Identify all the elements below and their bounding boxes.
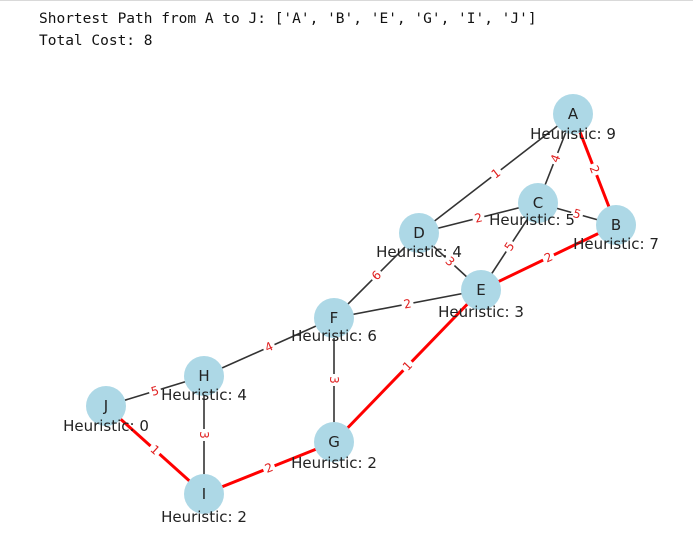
node-label-a: A (568, 105, 579, 123)
cell-output-text: Shortest Path from A to J: ['A', 'B', 'E… (39, 8, 537, 52)
heuristic-label-a: Heuristic: 9 (530, 125, 616, 143)
node-label-e: E (476, 281, 485, 299)
edge-label-bg (500, 237, 519, 256)
edge-weight-label: 5 (149, 383, 160, 399)
edge-label-bg (398, 356, 417, 376)
heuristic-label-j: Heuristic: 0 (63, 417, 149, 435)
edge-label-bg (367, 266, 386, 285)
cell-top-border (0, 0, 693, 1)
edge-label-bg (147, 382, 163, 400)
node-label-j: J (103, 397, 108, 415)
nodes-layer: A B C D E F G H I J (86, 94, 636, 514)
node-label-d: D (413, 224, 425, 242)
node-label-b: B (611, 216, 621, 234)
edge-weight-label: 3 (327, 376, 341, 384)
edge-weight-label: 5 (571, 206, 582, 222)
total-cost-line: Total Cost: 8 (39, 33, 153, 49)
edge-label-bg (260, 459, 278, 477)
node-e (461, 270, 501, 310)
edge-label-bg (470, 209, 487, 227)
edge-label-bg (400, 296, 415, 312)
node-j (86, 386, 126, 426)
heuristic-labels: Heuristic: 9 Heuristic: 7 Heuristic: 5 Heur… (63, 125, 659, 526)
edge-label-bg (486, 164, 506, 183)
heuristic-label-e: Heuristic: 3 (438, 303, 524, 321)
heuristic-label-c: Heuristic: 5 (489, 211, 575, 229)
heuristic-label-g: Heuristic: 2 (291, 454, 377, 472)
edge-weight-label: 2 (473, 210, 484, 225)
heuristic-label-d: Heuristic: 4 (376, 243, 462, 261)
edge-weight-label: 3 (197, 431, 211, 439)
edge-label-bg (540, 248, 557, 267)
node-a (553, 94, 593, 134)
edge-label-bg (327, 374, 341, 386)
edge-label-bg (585, 161, 604, 178)
node-label-g: G (328, 433, 340, 451)
edge-label-bg (440, 252, 460, 271)
edges-layer (104, 113, 618, 496)
edge-label-bg (197, 429, 211, 441)
node-d (399, 213, 439, 253)
heuristic-label-f: Heuristic: 6 (291, 327, 377, 345)
edge-label-bg (546, 150, 565, 167)
node-i (184, 474, 224, 514)
node-h (184, 356, 224, 396)
edge-label-bg (260, 338, 278, 356)
node-c (518, 183, 558, 223)
edge-label-bg (569, 205, 585, 223)
heuristic-label-h: Heuristic: 4 (161, 386, 247, 404)
edge-weight-label: 2 (402, 296, 412, 311)
node-label-f: F (330, 309, 339, 327)
edge-label-bg (145, 440, 165, 460)
node-b (596, 205, 636, 245)
heuristic-label-i: Heuristic: 2 (161, 508, 247, 526)
node-f (314, 298, 354, 338)
node-g (314, 422, 354, 462)
node-label-h: H (198, 367, 209, 385)
heuristic-label-b: Heuristic: 7 (573, 235, 659, 253)
node-label-c: C (533, 194, 543, 212)
shortest-path-line: Shortest Path from A to J: ['A', 'B', 'E… (39, 11, 537, 27)
node-label-i: I (202, 485, 206, 503)
